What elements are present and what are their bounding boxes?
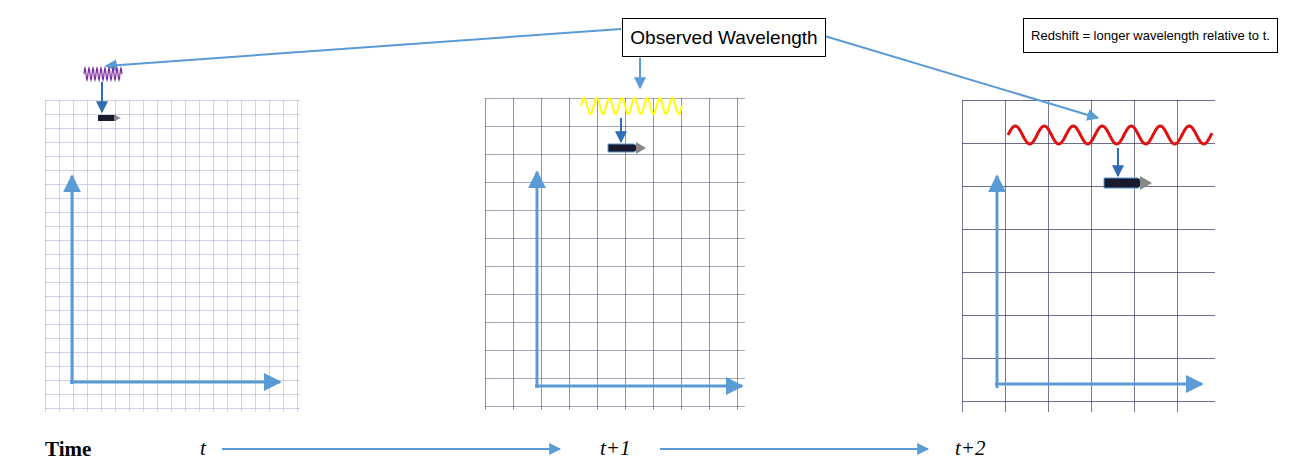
time-arrow [222, 448, 928, 450]
axes [70, 172, 1202, 388]
axis-title: Time [45, 437, 91, 462]
box-text: Redshift = longer wavelength relative to… [1031, 28, 1270, 43]
leader-line [106, 29, 1098, 118]
pointer-arrow [102, 82, 1118, 176]
time-label: t+1 [600, 436, 631, 461]
grid [962, 100, 1215, 412]
grid [45, 100, 300, 412]
wave [581, 98, 682, 114]
title-box: Observed Wavelength [622, 18, 826, 57]
box-text: Observed Wavelength [630, 27, 817, 49]
wave [1008, 126, 1212, 144]
grid [485, 98, 745, 410]
note-box: Redshift = longer wavelength relative to… [1023, 18, 1278, 53]
time-label: t [200, 436, 206, 461]
wave [84, 68, 122, 80]
motion-arrow [98, 115, 1152, 190]
time-label: t+2 [955, 436, 986, 461]
